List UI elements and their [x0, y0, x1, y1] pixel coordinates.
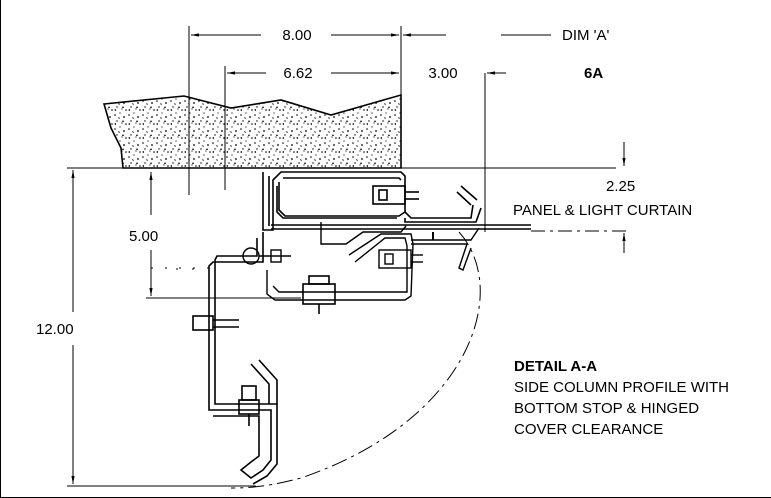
column-profile-upper: [262, 171, 482, 231]
dim-5-label: 5.00: [129, 228, 158, 245]
dim-662-group: [224, 66, 506, 232]
dim-5-group: [146, 172, 301, 299]
dim-662-label: 6.62: [283, 65, 312, 82]
dim-12-label: 12.00: [36, 321, 74, 338]
dim-a-label: DIM 'A': [562, 27, 610, 44]
panel-label: PANEL & LIGHT CURTAIN: [513, 202, 692, 219]
detail-title: DETAIL A-A: [514, 358, 597, 375]
dim-225-label: 2.25: [606, 178, 635, 195]
section-label: 6A: [584, 65, 603, 82]
dim-3-label: 3.00: [428, 65, 457, 82]
dim-225-group: [531, 142, 631, 253]
concrete-slab: [102, 93, 402, 169]
panel-and-hinge: [242, 222, 531, 301]
detail-line-3: COVER CLEARANCE: [514, 421, 663, 438]
detail-line-2: BOTTOM STOP & HINGED: [514, 400, 699, 417]
bottom-stop-bracket: [192, 232, 336, 485]
dim-12-group: [67, 170, 256, 487]
centerlines: [176, 268, 194, 275]
dim-8-label: 8.00: [282, 27, 311, 44]
cover-clearance-arc: [230, 231, 481, 489]
detail-line-1: SIDE COLUMN PROFILE WITH: [514, 379, 729, 396]
dim-8-group: [188, 26, 551, 195]
